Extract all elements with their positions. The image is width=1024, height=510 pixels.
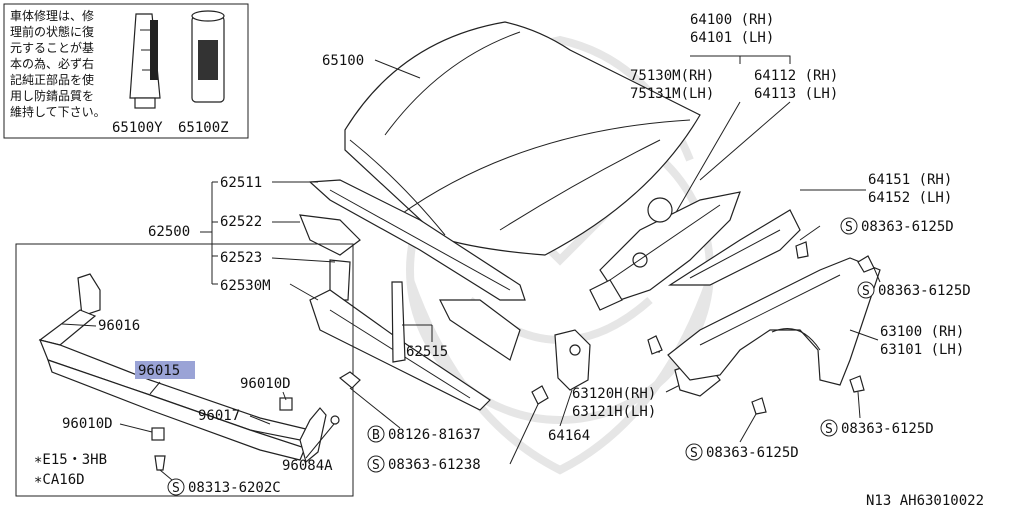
label-96015: 96015 (138, 363, 180, 379)
note-line: 用し防錆品質を (10, 88, 94, 103)
note-line: 車体修理は、修 (10, 8, 94, 23)
footnote-e15: ∗E15・3HB (34, 452, 107, 468)
label-08363-6125d-mid: 08363-6125D (878, 283, 971, 299)
note-line: 記純正部品を使 (10, 72, 94, 87)
label-64164: 64164 (548, 428, 590, 444)
sealant-tube-icon (129, 13, 161, 109)
s-symbol: S (172, 481, 180, 496)
label-08363-6125d-bottom-group: S 08363-6125D (685, 443, 799, 461)
label-62530m: 62530M (220, 278, 271, 294)
label-63100: 63100 (RH) (880, 324, 964, 340)
label-62522: 62522 (220, 214, 262, 230)
label-63120h: 63120H(RH) (572, 386, 656, 402)
label-62511: 62511 (220, 175, 262, 191)
part-number-65100y: 65100Y (112, 120, 163, 136)
label-08363-6125d-mid-group: S 08363-6125D (857, 281, 971, 299)
label-64113: 64113 (LH) (754, 86, 838, 102)
label-08313-group: S 08313-6202C (167, 478, 281, 496)
s-symbol: S (372, 458, 380, 473)
bumper-part (38, 273, 340, 471)
note-line: 理前の状態に復 (10, 24, 94, 39)
label-08363-6125d-bottom: 08363-6125D (706, 445, 799, 461)
label-08313: 08313-6202C (188, 480, 281, 496)
label-75130: 75130M(RH) (630, 68, 714, 84)
highlight-96015 (135, 361, 195, 379)
label-65100: 65100 (322, 53, 364, 69)
label-08126-group: B 08126-81637 (367, 425, 481, 443)
label-64112: 64112 (RH) (754, 68, 838, 84)
front-fender-part (667, 257, 881, 386)
label-08363-6125d-right: 08363-6125D (841, 421, 934, 437)
label-08363-61238-group: S 08363-61238 (367, 455, 481, 473)
bolt-icon (531, 385, 549, 405)
repair-note-box: 車体修理は、修 理前の状態に復 元することが基 本の為、必ず右 記純正部品を使 … (3, 3, 249, 139)
label-96010d-right: 96010D (240, 376, 291, 392)
bolt-icon (338, 371, 361, 389)
label-96010d-left: 96010D (62, 416, 113, 432)
note-line: 維持して下さい。 (10, 104, 106, 119)
label-64100: 64100 (RH) (690, 12, 774, 28)
part-number-65100z: 65100Z (178, 120, 229, 136)
s-symbol: S (845, 220, 853, 235)
label-75131: 75131M(LH) (630, 86, 714, 102)
label-08363-6125d-top-group: S 08363-6125D (840, 217, 954, 235)
label-96016: 96016 (98, 318, 140, 334)
b-symbol: B (372, 428, 380, 443)
label-62500: 62500 (148, 224, 190, 240)
label-08363-61238: 08363-61238 (388, 457, 481, 473)
s-symbol: S (690, 446, 698, 461)
label-63101: 63101 (LH) (880, 342, 964, 358)
note-line: 元することが基 (10, 40, 94, 55)
label-64101: 64101 (LH) (690, 30, 774, 46)
footnote-ca16d: ∗CA16D (34, 472, 85, 488)
s-symbol: S (825, 422, 833, 437)
note-line: 本の為、必ず右 (10, 56, 94, 71)
label-62523: 62523 (220, 250, 262, 266)
label-64152: 64152 (LH) (868, 190, 952, 206)
spray-can-icon (191, 10, 225, 103)
bolt-icon (647, 241, 875, 415)
hood-part (344, 21, 701, 256)
reinforcement-part (667, 209, 801, 286)
s-symbol: S (862, 284, 870, 299)
radiator-core-support-part (299, 179, 591, 411)
label-64151: 64151 (RH) (868, 172, 952, 188)
label-08126: 08126-81637 (388, 427, 481, 443)
bumper-group-frame (15, 243, 354, 497)
label-08363-6125d-top: 08363-6125D (861, 219, 954, 235)
catalog-code: N13 AH63010022 (866, 493, 984, 509)
hoodledge-panel-part (589, 191, 741, 311)
label-08363-6125d-right-group: S 08363-6125D (820, 419, 934, 437)
label-62515: 62515 (406, 344, 448, 360)
label-96084a: 96084A (282, 458, 333, 474)
label-96017: 96017 (198, 408, 240, 424)
note-frame (3, 3, 249, 139)
label-63121h: 63121H(LH) (572, 404, 656, 420)
